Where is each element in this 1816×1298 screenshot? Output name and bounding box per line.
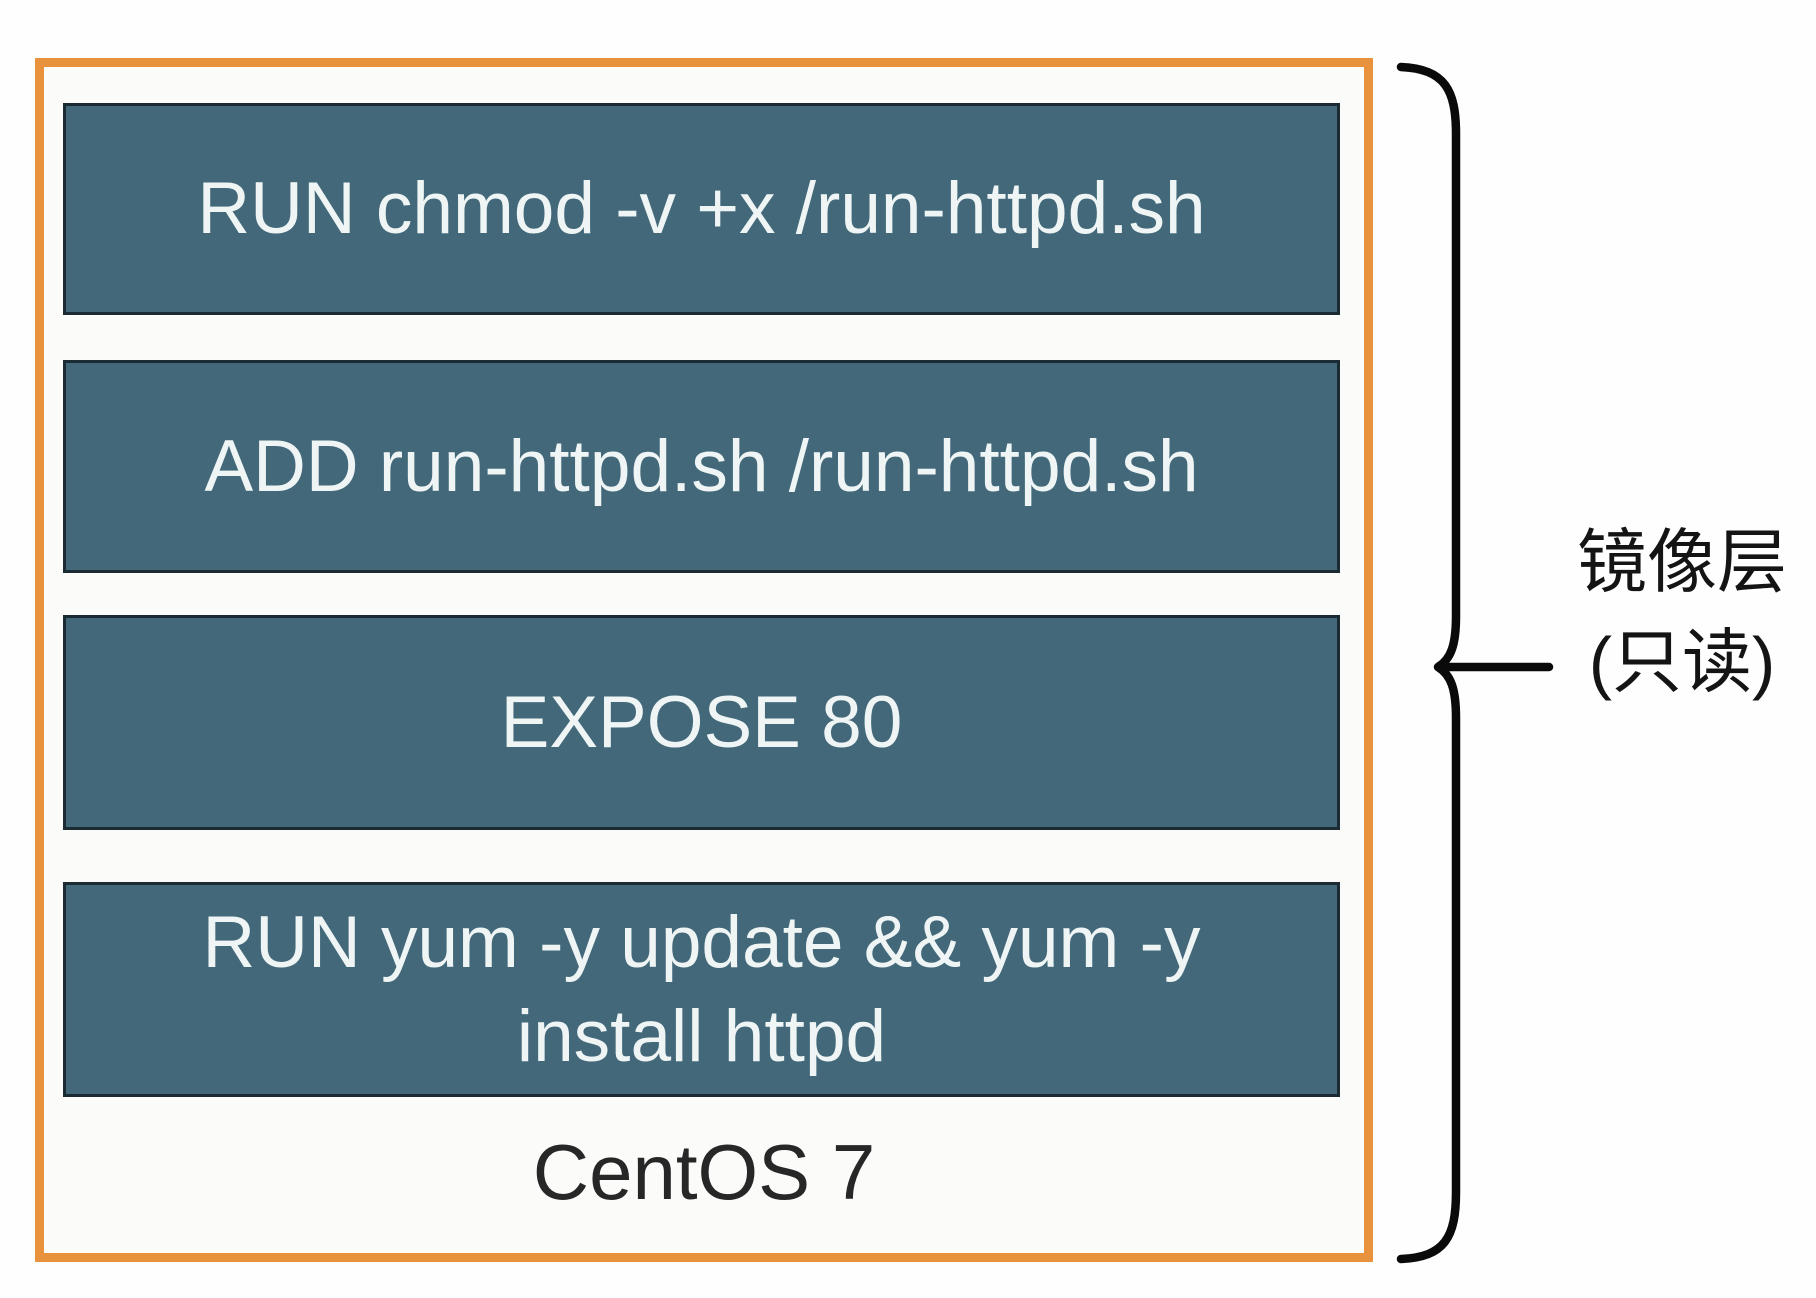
layer-run-chmod-label: RUN chmod -v +x /run-httpd.sh [197,168,1206,250]
layer-expose-port: EXPOSE 80 [63,615,1340,830]
layers-annotation: 镜像层 (只读) [1548,512,1816,712]
image-box: RUN chmod -v +x /run-httpd.sh ADD run-ht… [35,58,1373,1262]
layer-run-yum: RUN yum -y update && yum -y install http… [63,882,1340,1097]
layer-expose-port-label: EXPOSE 80 [500,681,903,763]
layer-add-script-label: ADD run-httpd.sh /run-httpd.sh [204,425,1199,507]
base-image-label: CentOS 7 [532,1128,876,1216]
layer-run-yum-label: RUN yum -y update && yum -y install http… [202,902,1201,1077]
layer-run-chmod: RUN chmod -v +x /run-httpd.sh [63,103,1340,315]
brace-curve [1396,62,1461,1264]
layer-add-script: ADD run-httpd.sh /run-httpd.sh [63,360,1340,573]
annotation-line-2: (只读) [1588,623,1776,701]
annotation-line-1: 镜像层 [1577,523,1787,601]
